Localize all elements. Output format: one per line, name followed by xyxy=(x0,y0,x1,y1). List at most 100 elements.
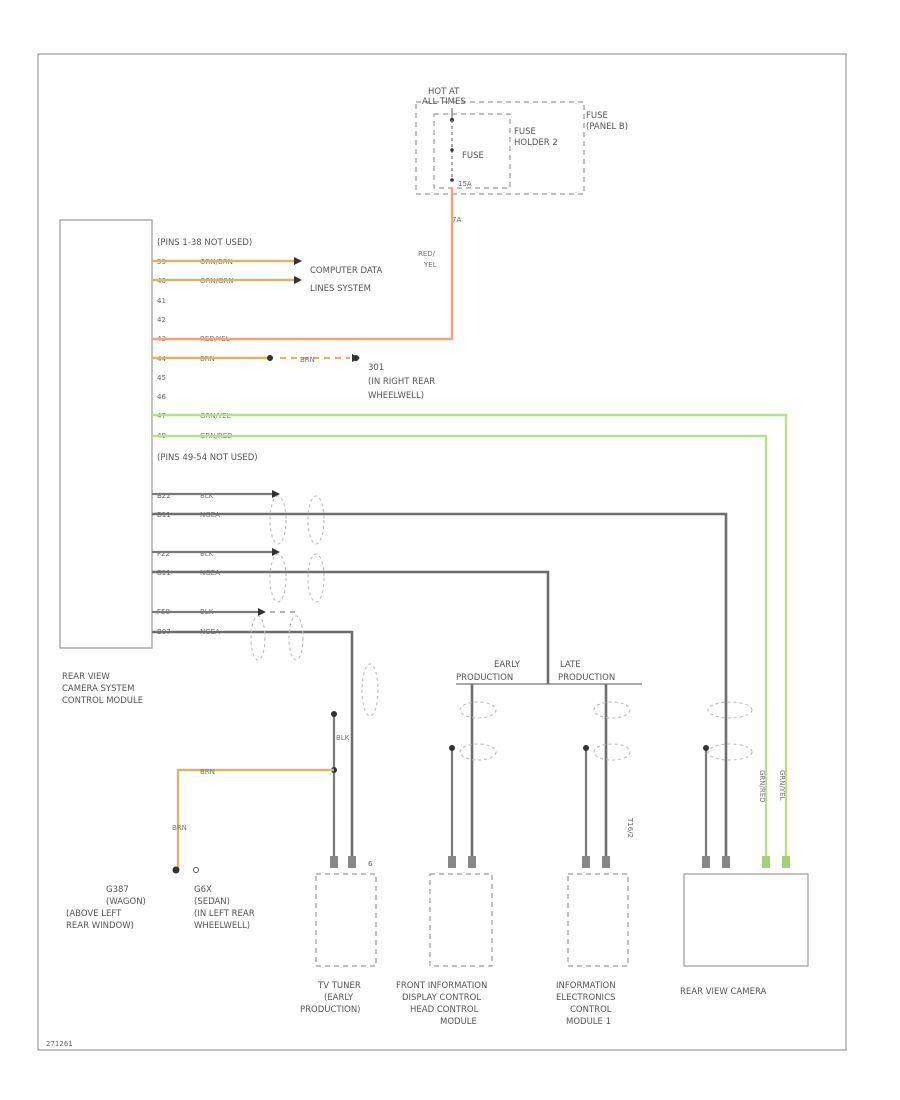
tv-tuner-1: TV TUNER xyxy=(317,981,361,991)
fuse-wire-color-2: YEL xyxy=(423,261,437,269)
shield-row1-b xyxy=(307,495,325,545)
shield-tuner xyxy=(361,663,379,717)
pin-row2-a-wire: BLK xyxy=(200,550,214,558)
wire-row3-b xyxy=(152,630,354,868)
wire-row1-b xyxy=(152,512,728,868)
ground-301-2: (IN RIGHT REAR xyxy=(368,377,435,387)
shield-row2-b xyxy=(307,553,325,603)
camera-wire-b: GRN/YEL xyxy=(778,770,786,801)
fuse-panel-b xyxy=(415,101,585,195)
g387-3: (ABOVE LEFT xyxy=(66,909,122,919)
fuse-panel-label-2: (PANEL B) xyxy=(586,122,628,132)
fuse-holder-2 xyxy=(433,113,511,189)
front-info-1: FRONT INFORMATION xyxy=(396,981,487,991)
tv-tuner-3: PRODUCTION) xyxy=(300,1005,361,1015)
camera-wire-a: GRN/RED xyxy=(758,770,766,803)
g6x-1: G6X xyxy=(194,885,212,895)
arrow-row3-a xyxy=(258,608,266,616)
fuse-holder-label-1: FUSE xyxy=(514,127,536,137)
fuse-terminal-mid xyxy=(450,148,454,152)
ground-301-point xyxy=(353,355,359,361)
wire-grn-red xyxy=(152,434,768,868)
module-name-2: CAMERA SYSTEM xyxy=(62,684,134,694)
front-info-box xyxy=(429,873,493,967)
fid-ground-dot xyxy=(449,745,455,751)
arrow-row2-a xyxy=(272,548,280,556)
fuse-pin-a: 15A xyxy=(458,180,472,188)
production-label-2: PRODUCTION xyxy=(558,673,615,683)
shield-camera-2 xyxy=(707,743,753,761)
arrow-pin-39 xyxy=(294,257,302,265)
early-label: EARLY xyxy=(494,660,521,670)
ground-301-1: 301 xyxy=(368,363,384,373)
g387-4: REAR WINDOW) xyxy=(66,921,134,931)
diagram-frame xyxy=(37,53,847,1051)
hot-at-all-times-line1: HOT AT xyxy=(428,87,460,97)
pin-45: 45 xyxy=(157,374,166,382)
shield-iec-2 xyxy=(593,743,631,761)
ground-brn-label: BRN xyxy=(300,356,315,364)
ground-g6x-point xyxy=(193,867,199,873)
pin-46: 46 xyxy=(157,393,166,401)
tuner-connector-b xyxy=(348,856,356,868)
late-label: LATE xyxy=(560,660,581,670)
ground-brn3-label: BRN xyxy=(172,824,187,832)
module-name-1: REAR VIEW xyxy=(62,672,110,682)
fid-connector-a xyxy=(448,856,456,868)
arrow-row1-a xyxy=(272,490,280,498)
ground-g387-point xyxy=(172,866,180,874)
camera-connector-b xyxy=(722,856,730,868)
shield-fid-1 xyxy=(459,701,497,719)
tv-tuner-box xyxy=(315,873,377,967)
g387-1: G387 xyxy=(106,885,129,895)
front-info-4: MODULE xyxy=(440,1017,477,1027)
arrow-pin-40 xyxy=(294,276,302,284)
computer-data-lines-2: LINES SYSTEM xyxy=(310,284,371,294)
shield-fid-2 xyxy=(459,743,497,761)
rear-view-camera-label: REAR VIEW CAMERA xyxy=(680,987,767,997)
info-electronics-box xyxy=(567,873,629,967)
fuse-wire-color-1: RED/ xyxy=(418,250,436,258)
g6x-3: (IN LEFT REAR xyxy=(194,909,255,919)
wire-grn-yel xyxy=(152,413,788,868)
shield-iec-1 xyxy=(593,701,631,719)
pins-49-54-note: (PINS 49-54 NOT USED) xyxy=(157,453,258,463)
camera-connector-d xyxy=(782,856,790,868)
tv-tuner-2: (EARLY xyxy=(324,993,354,1003)
front-info-3: HEAD CONTROL xyxy=(410,1005,479,1015)
tuner-small-pin: 6 xyxy=(368,860,373,868)
pin-41: 41 xyxy=(157,297,166,305)
info-electronics-1: INFORMATION xyxy=(556,981,616,991)
wire-ground-g387 xyxy=(176,768,334,870)
fuse-terminal-bottom xyxy=(450,178,454,182)
computer-data-lines-1: COMPUTER DATA xyxy=(310,266,383,276)
iec-ground-dot xyxy=(583,745,589,751)
tuner-splice-top xyxy=(331,711,337,717)
fuse-label: FUSE xyxy=(462,151,484,161)
g6x-2: (SEDAN) xyxy=(194,897,230,907)
info-electronics-4: MODULE 1 xyxy=(566,1017,611,1027)
g387-2: (WAGON) xyxy=(106,897,146,907)
fuse-pin-b: 7A xyxy=(452,216,461,224)
fuse-panel-label-1: FUSE xyxy=(586,111,608,121)
ground-brn2-label: BRN xyxy=(200,768,215,776)
tuner-connector-a xyxy=(330,856,338,868)
shield-row3-a xyxy=(250,615,266,661)
rear-view-camera-control-module xyxy=(59,219,153,649)
iec-connector-a xyxy=(582,856,590,868)
pin-row1-a: B22 xyxy=(157,492,171,500)
splice-brn xyxy=(267,355,273,361)
diagram-code: 271261 xyxy=(46,1040,73,1048)
pin-row1-a-wire: BLK xyxy=(200,492,214,500)
front-info-2: DISPLAY CONTROL xyxy=(402,993,481,1003)
module-name-3: CONTROL MODULE xyxy=(62,696,143,706)
camera-connector-c xyxy=(762,856,770,868)
camera-ground-dot xyxy=(703,745,709,751)
camera-connector-a xyxy=(702,856,710,868)
fuse-holder-label-2: HOLDER 2 xyxy=(514,138,558,148)
iec-pin-label: T16/2 xyxy=(626,817,634,838)
pins-1-38-note: (PINS 1-38 NOT USED) xyxy=(157,238,252,248)
shield-row2-a xyxy=(269,553,287,603)
fid-connector-b xyxy=(468,856,476,868)
